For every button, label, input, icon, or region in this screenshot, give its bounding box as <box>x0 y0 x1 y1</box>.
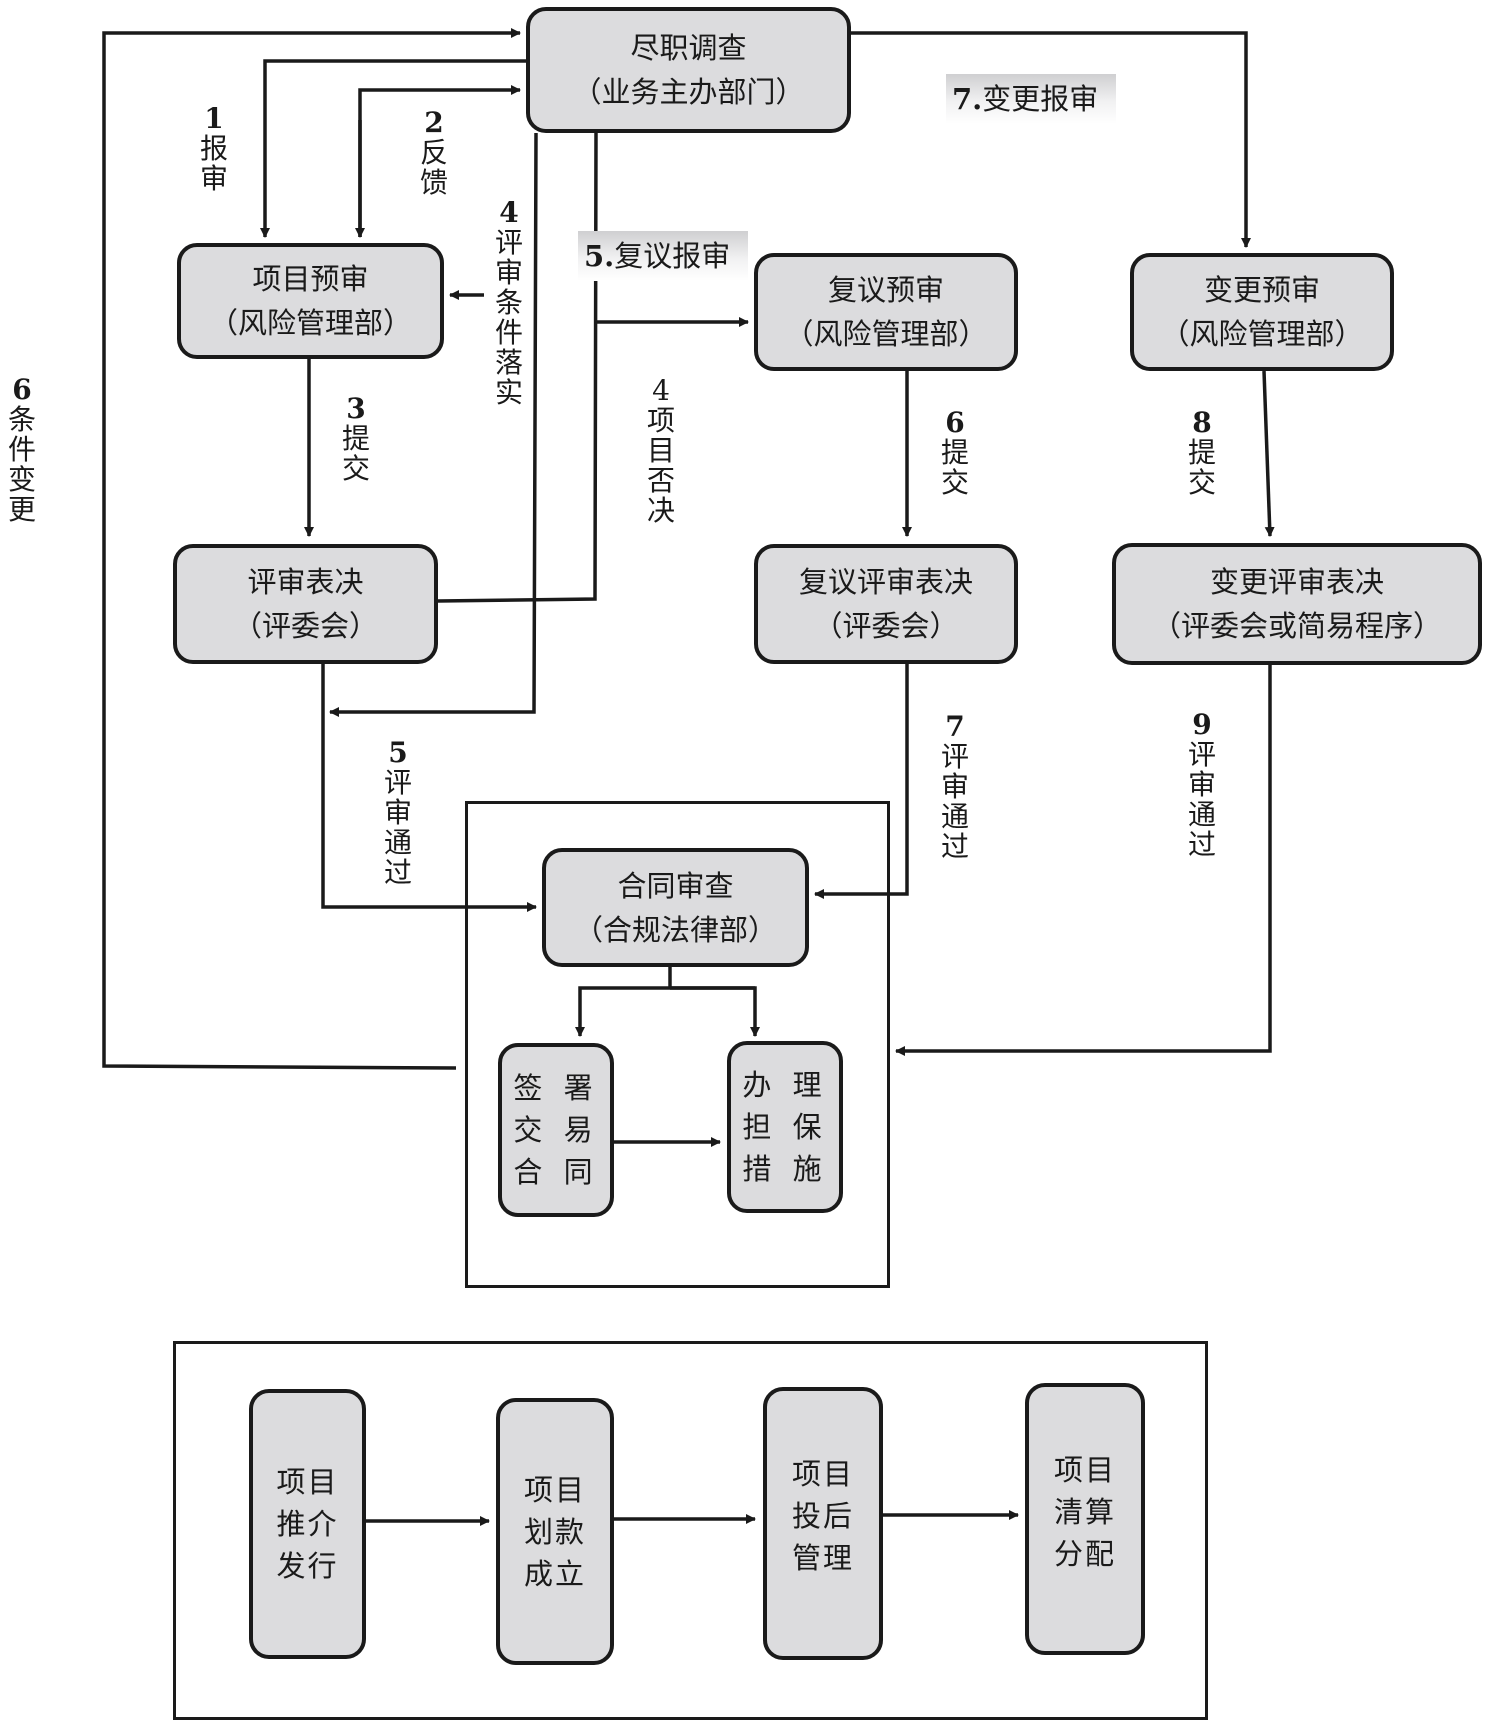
node-line: 划款 <box>523 1514 586 1549</box>
node-contract-review[interactable]: 合同审查 （合规法律部） <box>542 848 809 967</box>
label-pass-7: 7 评 审 通 过 <box>940 710 969 863</box>
node-line: 措 施 <box>742 1152 828 1186</box>
node-line: 项目 <box>523 1472 586 1507</box>
node-guarantee[interactable]: 办 理 担 保 措 施 <box>727 1041 843 1213</box>
label-pass-9: 9 评 审 通 过 <box>1187 708 1216 861</box>
node-line: 投后 <box>791 1499 854 1533</box>
node-title: 变更评审表决 <box>1209 565 1384 599</box>
node-line: 成立 <box>523 1556 586 1591</box>
node-dept: （风险管理部） <box>784 317 988 351</box>
edge-change-report <box>851 31 1251 248</box>
node-dept: （风险管理部） <box>1160 317 1364 351</box>
node-line: 推介 <box>276 1507 339 1541</box>
node-title: 评审表决 <box>247 565 364 599</box>
label-feedback-2: 2 反 馈 <box>419 106 448 199</box>
label-submit-6: 6 提 交 <box>940 406 969 499</box>
node-line: 分配 <box>1053 1537 1116 1571</box>
node-review-vote[interactable]: 评审表决 （评委会） <box>173 544 438 664</box>
node-line: 交 易 <box>513 1113 599 1147</box>
node-reconsider-vote[interactable]: 复议评审表决 （评委会） <box>754 544 1018 664</box>
label-submit-3: 3 提 交 <box>341 392 370 485</box>
node-title: 复议评审表决 <box>798 565 973 599</box>
label-reconsider-5: 5.复议报审 <box>578 231 749 281</box>
edge-change-submit <box>1262 370 1275 537</box>
node-line: 合 同 <box>513 1155 599 1189</box>
node-change-prereview[interactable]: 变更预审 （风险管理部） <box>1130 253 1394 371</box>
node-title: 变更预审 <box>1203 273 1320 307</box>
node-line: 项目 <box>1053 1453 1116 1487</box>
label-pass-5: 5 评 审 通 过 <box>383 736 412 889</box>
node-dept: （评委会） <box>232 609 378 643</box>
label-veto-4: 4 项 目 否 决 <box>646 374 675 527</box>
node-line: 发行 <box>276 1549 339 1583</box>
node-line: 清算 <box>1053 1495 1116 1529</box>
node-title: 合同审查 <box>617 868 734 903</box>
edge-conditions-line <box>329 132 538 717</box>
label-conditions-4: 4 评 审 条 件 落 实 <box>494 196 523 409</box>
lifecycle-frame <box>173 1341 1208 1720</box>
label-submit-8: 8 提 交 <box>1187 406 1216 499</box>
node-sign-contract[interactable]: 签 署 交 易 合 同 <box>498 1043 614 1217</box>
edge-condition-change <box>102 28 521 1070</box>
node-dept: （评委会或简易程序） <box>1151 609 1442 643</box>
node-lifecycle-post-investment[interactable]: 项目 投后 管理 <box>763 1387 883 1660</box>
node-due-diligence[interactable]: 尽职调查 （业务主办部门） <box>526 7 851 133</box>
node-project-prereview[interactable]: 项目预审 （风险管理部） <box>177 243 444 359</box>
node-lifecycle-funding[interactable]: 项目 划款 成立 <box>496 1398 614 1665</box>
node-lifecycle-issuance[interactable]: 项目 推介 发行 <box>249 1389 366 1659</box>
node-lifecycle-liquidation[interactable]: 项目 清算 分配 <box>1025 1383 1145 1655</box>
edge-veto <box>437 132 598 603</box>
node-dept: （风险管理部） <box>208 306 412 340</box>
node-title: 尽职调查 <box>630 31 747 65</box>
node-line: 办 理 <box>742 1068 828 1102</box>
edge-change-pass <box>895 665 1272 1056</box>
edge-to-guarantee <box>670 986 760 1037</box>
node-dept: （评委会） <box>813 609 959 643</box>
edge-submit-review <box>260 59 526 238</box>
node-change-vote[interactable]: 变更评审表决 （评委会或简易程序） <box>1112 543 1482 665</box>
node-line: 担 保 <box>742 1110 828 1144</box>
node-dept: （业务主办部门） <box>572 75 805 109</box>
label-submit-review-1: 1 报 审 <box>199 102 228 195</box>
node-title: 项目预审 <box>252 262 369 296</box>
node-line: 项目 <box>276 1465 339 1499</box>
edge-reconsider-pass <box>814 664 909 899</box>
node-line: 项目 <box>791 1457 854 1491</box>
label-change-report-7: 7.变更报审 <box>946 74 1117 124</box>
label-condition-change-6: 6 条 件 变 更 <box>7 373 36 526</box>
node-line: 签 署 <box>513 1071 599 1105</box>
node-reconsider-prereview[interactable]: 复议预审 （风险管理部） <box>754 253 1018 371</box>
node-title: 复议预审 <box>827 273 944 307</box>
contract-stage-frame <box>465 801 890 1288</box>
node-line: 管理 <box>791 1541 854 1575</box>
node-dept: （合规法律部） <box>573 912 777 947</box>
